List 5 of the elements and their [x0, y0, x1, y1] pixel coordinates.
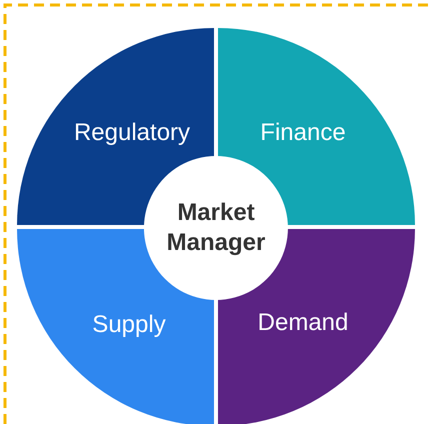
segment-label: Supply	[92, 311, 166, 339]
segment-label: Regulatory	[74, 119, 190, 147]
segment-label: Demand	[258, 309, 348, 337]
segment-label: Finance	[260, 119, 346, 147]
center-label: Market Manager	[166, 198, 266, 258]
